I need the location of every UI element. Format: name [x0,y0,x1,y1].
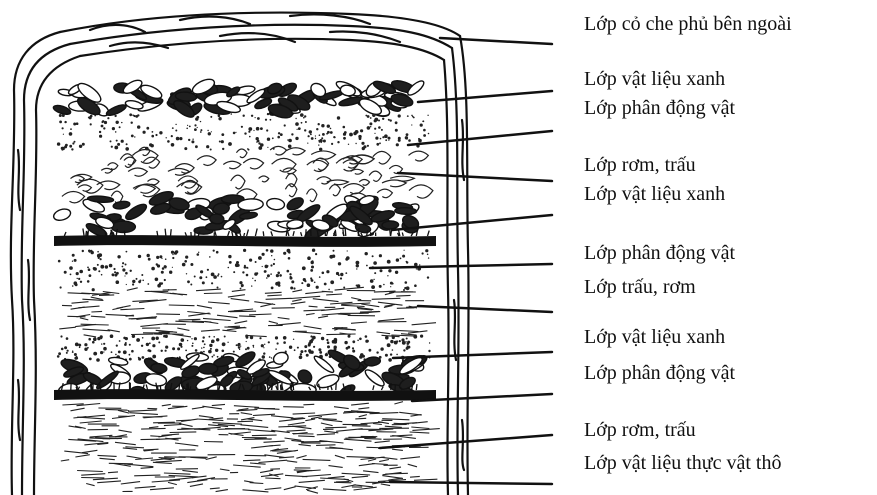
texture-dark-band-1 [54,228,436,247]
label-animal-manure-1: Lớp phân động vật [584,97,735,119]
leader-line-2 [418,91,552,102]
label-straw-husk-2: Lớp rơm, trấu [584,419,696,441]
texture-straw-top [62,146,433,203]
leader-line-7 [418,306,552,312]
compost-fill-layers [52,76,440,493]
leader-line-1 [440,38,552,44]
leader-line-11 [390,482,552,484]
label-animal-manure-2: Lớp phân động vật [584,242,735,264]
texture-straw-low [62,402,439,442]
label-husk-straw: Lớp trấu, rơm [584,276,696,298]
label-green-material-3: Lớp vật liệu xanh [584,326,725,348]
leader-line-3 [408,131,552,145]
label-green-material-2: Lớp vật liệu xanh [584,183,725,205]
label-green-material-1: Lớp vật liệu xanh [584,68,725,90]
label-straw-husk-1: Lớp rơm, trấu [584,154,696,176]
label-coarse-plant-material: Lớp vật liệu thực vật thô [584,452,781,474]
leader-line-4 [398,173,552,181]
leader-line-6 [370,264,552,268]
texture-husk-straw [59,287,436,337]
texture-manure-top [57,113,429,151]
label-animal-manure-3: Lớp phân động vật [584,362,735,384]
label-grass-cover: Lớp cỏ che phủ bên ngoài [584,13,792,35]
texture-manure-mid [58,249,429,292]
texture-green-material-top [52,76,426,120]
leader-line-8 [393,352,552,358]
